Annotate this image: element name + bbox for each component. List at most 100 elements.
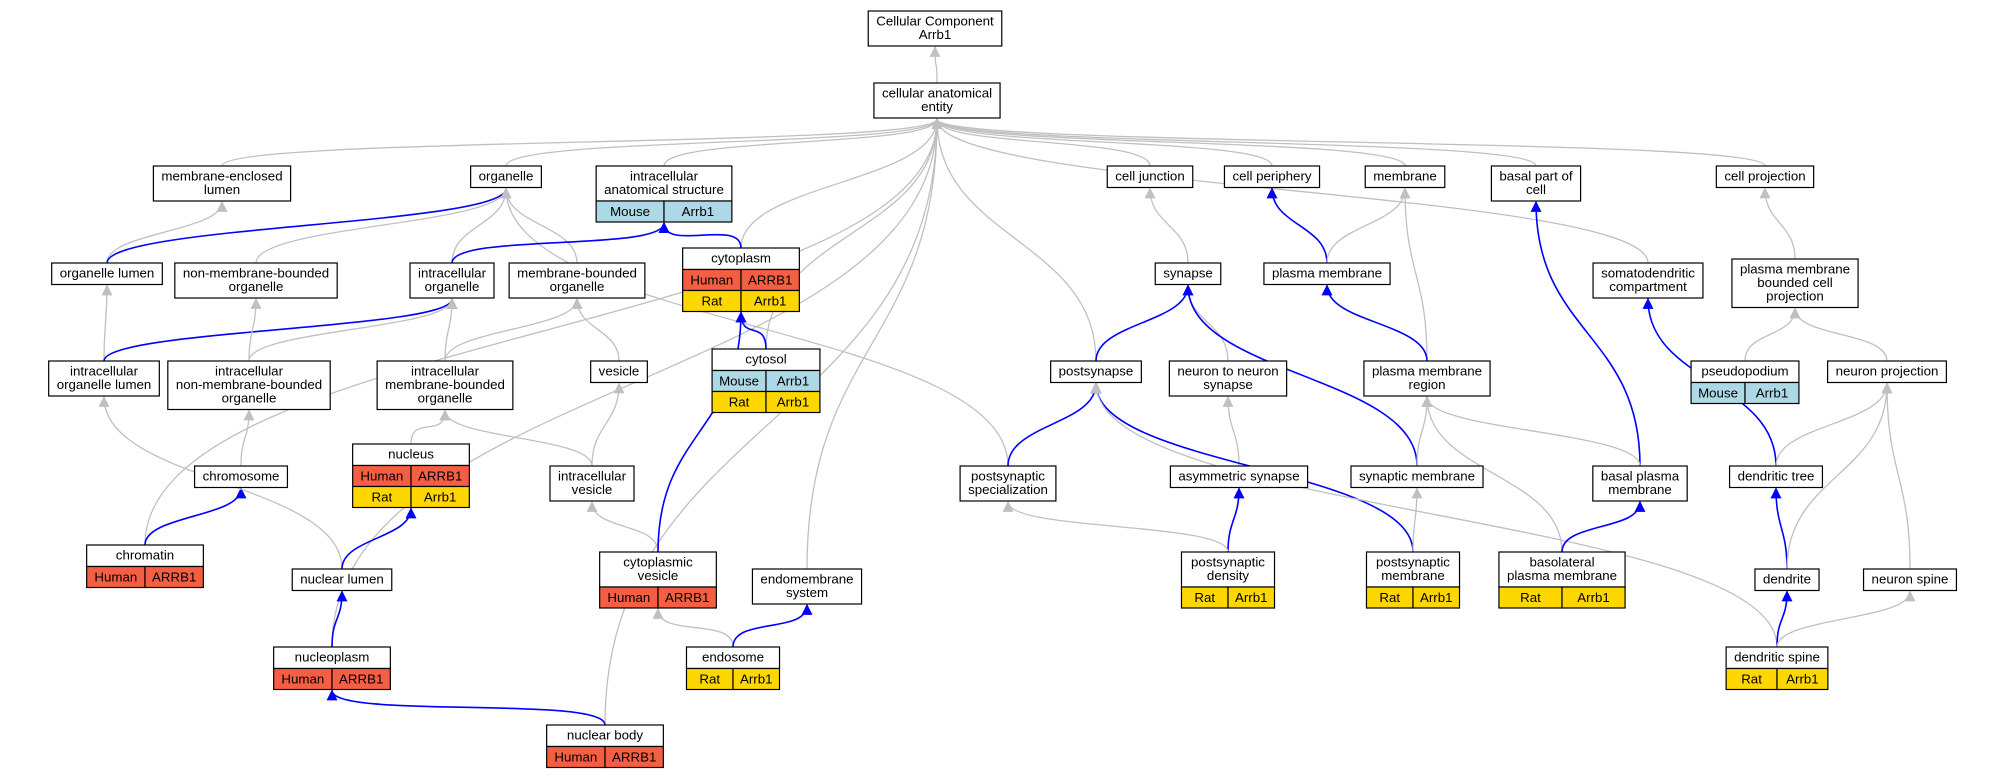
node-label: organelle (479, 169, 534, 184)
edge-n2n-to-synapse (1182, 284, 1229, 362)
edge-endomem-to-cae (806, 117, 943, 570)
node-vesicle[interactable]: vesicle (590, 360, 648, 384)
node-box (867, 10, 1003, 47)
gene-cell (657, 586, 717, 609)
node-cellperiphery[interactable]: cell periphery (1223, 165, 1321, 189)
edge-mbo-to-organelle (500, 187, 578, 264)
edge-io-to-organelle (451, 187, 512, 264)
node-box (1180, 551, 1276, 588)
gene-label: Arrb1 (1420, 590, 1453, 605)
edge-synmem-to-synapse (1182, 284, 1418, 467)
node-box (1364, 165, 1446, 189)
edge-postsynapse-to-synapse (1095, 284, 1194, 362)
species-label: Rat (701, 294, 722, 309)
node-nspine[interactable]: neuron spine (1862, 568, 1958, 592)
node-celljunction[interactable]: cell junction (1106, 165, 1194, 189)
node-dendrite[interactable]: dendrite (1754, 568, 1820, 592)
gene-label: Arrb1 (1235, 590, 1268, 605)
node-chromosome[interactable]: chromosome (193, 465, 289, 489)
node-pm[interactable]: plasma membrane (1263, 262, 1391, 286)
node-box (1106, 165, 1194, 189)
gene-cell (732, 667, 781, 691)
node-label: non-membrane-bounded (183, 266, 329, 281)
node-box (1592, 465, 1688, 502)
node-nuclumen[interactable]: nuclear lumen (291, 568, 393, 592)
species-label: Mouse (719, 374, 759, 389)
edge-psm-to-synmem (1411, 487, 1423, 553)
node-box (152, 165, 292, 202)
edge-dendrite-to-neuronproj (1786, 382, 1893, 570)
gene-label: Arrb1 (740, 672, 773, 687)
node-asym[interactable]: asymmetric synapse (1169, 465, 1309, 489)
node-label: non-membrane-bounded (176, 377, 322, 392)
node-label: nucleoplasm (295, 650, 370, 665)
node-organelle[interactable]: organelle (470, 165, 542, 189)
node-synmem[interactable]: synaptic membrane (1350, 465, 1484, 489)
edge-dspine-to-dendrite (1776, 590, 1793, 648)
edge-neuronproj-to-pmbcp (1789, 307, 1888, 362)
edge-chromosome-to-inmbo (240, 409, 255, 467)
node-membrane[interactable]: membrane (1364, 165, 1446, 189)
gene-cell (410, 485, 470, 509)
node-label: postsynaptic (1191, 555, 1265, 570)
node-label: organelle lumen (57, 377, 152, 392)
node-label: basal plasma (1601, 469, 1680, 484)
edge-pmr-to-pm (1321, 284, 1428, 362)
gene-label: Arrb1 (1577, 590, 1610, 605)
node-synapse[interactable]: synapse (1154, 262, 1222, 286)
edge-nucleoplasm-to-nuclumen (331, 590, 348, 648)
node-label: cell (1526, 182, 1546, 197)
edge-cae-to-root (929, 45, 941, 84)
edge-pss-to-postsynapse (1007, 382, 1102, 467)
node-box (174, 262, 338, 299)
edges-layer (98, 45, 1916, 726)
gene-cell (604, 745, 664, 769)
edge-asym-to-n2n (1222, 395, 1240, 467)
node-orglumen[interactable]: organelle lumen (51, 262, 163, 286)
gene-cell (1412, 586, 1461, 609)
species-label: Rat (1741, 672, 1762, 687)
gene-cell (740, 289, 800, 313)
node-postsynapse[interactable]: postsynapse (1050, 360, 1142, 384)
node-inmbo[interactable]: intracellularnon-membrane-boundedorganel… (167, 360, 331, 411)
node-cellprojection[interactable]: cell projection (1715, 165, 1815, 189)
node-neuronproj[interactable]: neuron projection (1827, 360, 1947, 384)
node-label: system (786, 585, 828, 600)
node-box (167, 360, 331, 411)
node-dendtree[interactable]: dendritic tree (1728, 465, 1824, 489)
edge-vesicle-to-mbo (571, 297, 620, 362)
gene-label: Arrb1 (682, 204, 715, 219)
node-label: specialization (968, 482, 1048, 497)
